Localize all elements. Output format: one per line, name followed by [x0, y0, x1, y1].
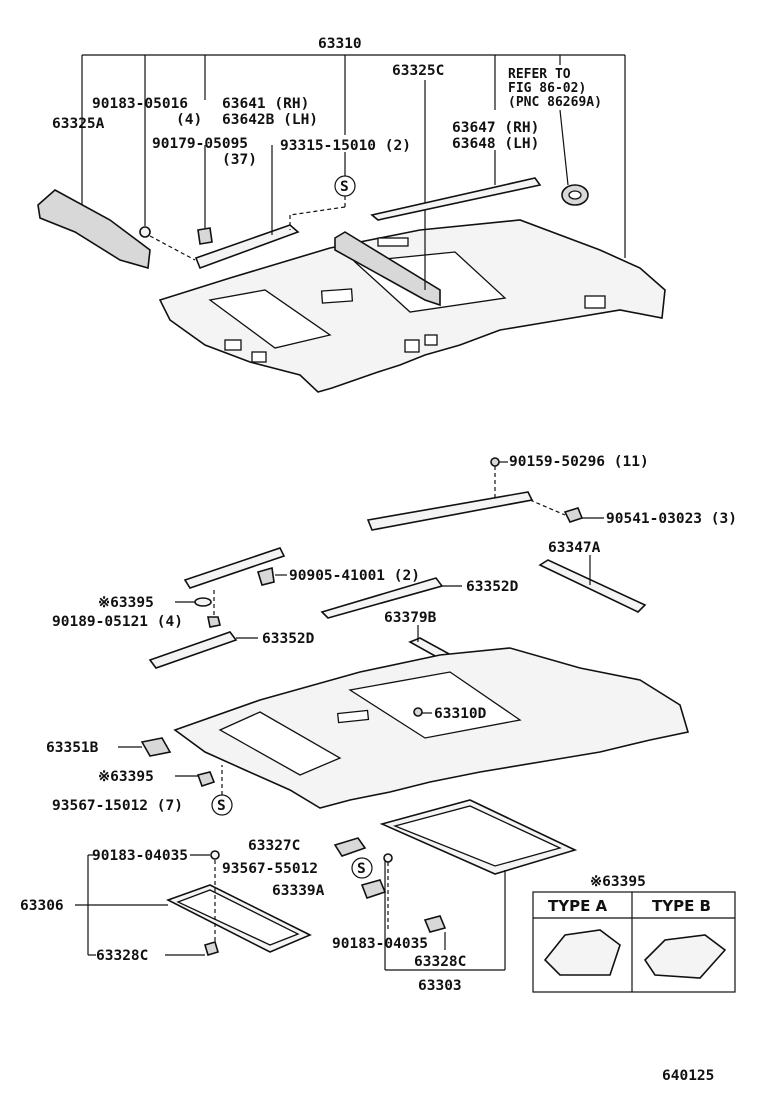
label-63339A: 63339A	[272, 883, 325, 899]
label-s-2: S	[217, 798, 226, 814]
part-63325A	[37, 189, 151, 270]
part-93567-55012	[351, 857, 373, 879]
label-63327C: 63327C	[248, 838, 300, 854]
label-63325A: 63325A	[52, 116, 105, 132]
label-refer-1: REFER TO	[508, 67, 571, 82]
label-93567-55012: 93567-55012	[222, 861, 318, 877]
label-63328C-b: 63328C	[414, 954, 466, 970]
label-63641: 63641 (RH)	[222, 96, 309, 112]
label-90905-41001: 90905-41001 (2)	[289, 568, 420, 584]
part-63351B	[118, 737, 172, 757]
label-90179-05095-qty: (37)	[222, 152, 257, 168]
part-63347A	[538, 555, 647, 613]
label-90183-04035-b: 90183-04035	[332, 936, 428, 952]
part-63352D-top	[320, 577, 462, 619]
label-90189-05121: 90189-05121 (4)	[52, 614, 183, 630]
label-93567-15012: 93567-15012 (7)	[52, 798, 183, 814]
label-63647: 63647 (RH)	[452, 120, 539, 136]
label-type-a: TYPE A	[548, 897, 608, 915]
label-63310D: 63310D	[434, 706, 487, 722]
part-63395-a	[175, 597, 212, 607]
label-refer-3: (PNC 86269A)	[508, 95, 602, 110]
part-93315-15010	[289, 152, 356, 230]
label-63379B: 63379B	[384, 610, 437, 626]
part-93567-15012	[211, 765, 233, 816]
part-63328C-b	[423, 915, 447, 950]
part-refer-86269A	[559, 109, 589, 206]
label-63303: 63303	[418, 978, 462, 994]
label-63395-b: ※63395	[98, 769, 154, 785]
label-90541-03023: 90541-03023 (3)	[606, 511, 737, 527]
leader-63310	[81, 54, 626, 258]
label-diagram-code: 640125	[662, 1068, 714, 1084]
label-63642B: 63642B (LH)	[222, 112, 318, 128]
label-63325C: 63325C	[392, 63, 444, 79]
part-top-strip	[366, 457, 604, 531]
label-63328C-a: 63328C	[96, 948, 148, 964]
part-63327C	[333, 837, 367, 857]
label-63352D-top: 63352D	[466, 579, 519, 595]
part-63306-visor	[75, 850, 312, 956]
label-90183-05016-qty: (4)	[176, 112, 202, 128]
type-box	[532, 891, 736, 993]
label-s-1: S	[340, 179, 349, 195]
label-63306: 63306	[20, 898, 64, 914]
part-63325C	[334, 80, 441, 307]
part-90183-05016	[139, 90, 196, 261]
label-90159-50296: 90159-50296 (11)	[509, 454, 649, 470]
part-63647	[370, 150, 542, 221]
label-90183-04035-a: 90183-04035	[92, 848, 188, 864]
part-90183-04035-b	[383, 853, 393, 930]
part-63641	[194, 145, 300, 270]
label-90179-05095: 90179-05095	[152, 136, 248, 152]
part-63395-b	[175, 771, 216, 788]
label-s-3: S	[357, 861, 366, 877]
label-90183-05016: 90183-05016	[92, 96, 188, 112]
label-93315-15010: 93315-15010 (2)	[280, 138, 411, 154]
label-refer-2: FIG 86-02)	[508, 81, 586, 96]
part-63339A	[360, 879, 387, 900]
label-63351B: 63351B	[46, 740, 99, 756]
label-63395-box: ※63395	[590, 874, 646, 890]
part-63352D-mid	[148, 631, 258, 669]
part-left-strip	[183, 547, 287, 589]
label-63347A: 63347A	[548, 540, 601, 556]
type-b-clip-icon	[643, 934, 727, 979]
type-a-clip-icon	[543, 929, 621, 976]
label-63352D-mid: 63352D	[262, 631, 315, 647]
part-63303-sunshade	[379, 799, 578, 971]
label-type-b: TYPE B	[652, 897, 711, 915]
label-63310: 63310	[318, 36, 362, 52]
part-90179-05095	[197, 145, 213, 245]
headliner-mid	[173, 647, 690, 809]
part-90189-05121	[207, 590, 221, 628]
label-63395-a: ※63395	[98, 595, 154, 611]
label-63648: 63648 (LH)	[452, 136, 539, 152]
